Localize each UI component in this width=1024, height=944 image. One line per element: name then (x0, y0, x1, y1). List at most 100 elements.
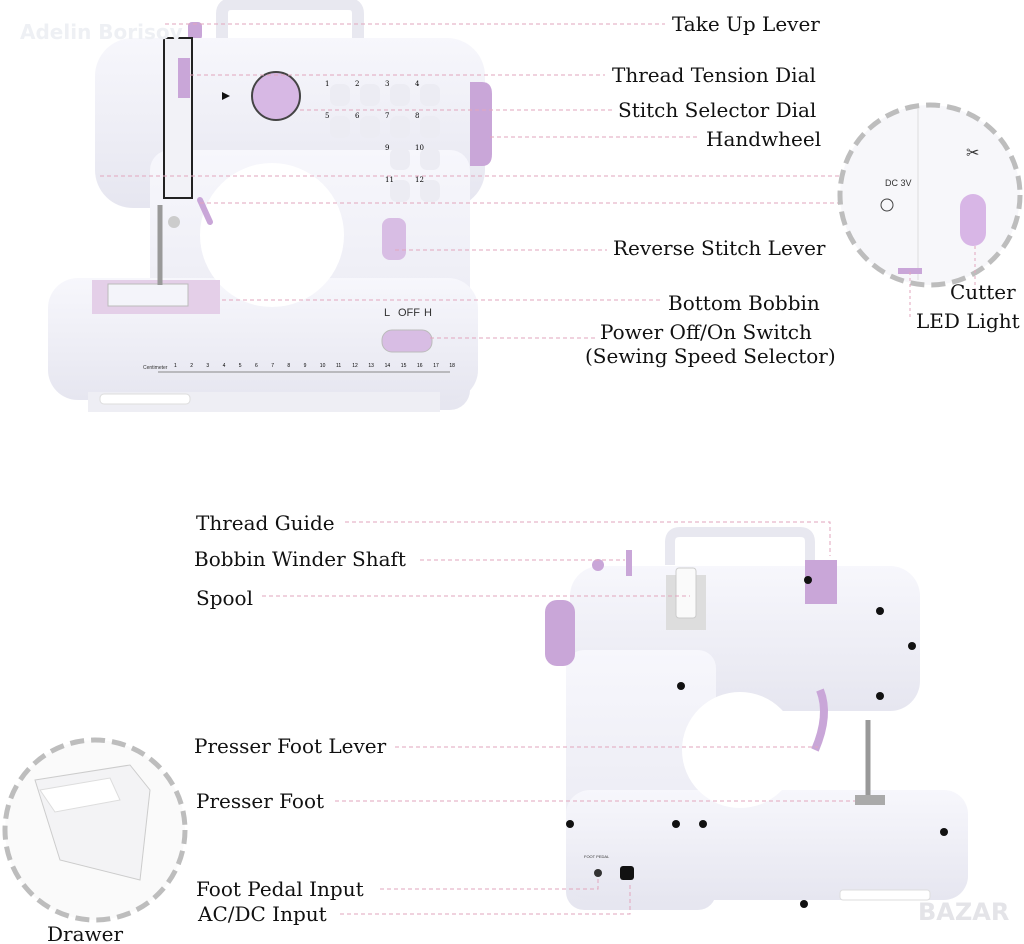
cutter-button (960, 194, 986, 246)
take-up-lever-knob (188, 22, 202, 40)
bobbin-winder-knob (592, 559, 604, 571)
reverse-stitch-lever (382, 218, 406, 260)
ruler-number: 2 (190, 363, 193, 369)
switch-label-high: H (424, 307, 432, 319)
stitch-number: 4 (415, 80, 420, 88)
label-speed-selector: (Sewing Speed Selector) (585, 344, 836, 368)
ruler-number: 10 (320, 363, 326, 369)
ruler-number: 1 (174, 363, 177, 369)
ruler-number: 16 (417, 363, 423, 369)
stitch-number: 3 (385, 80, 389, 88)
stitch-number: 9 (385, 144, 389, 152)
arm-opening (200, 163, 344, 307)
inset-led-cutter: DC 3V ✂ (837, 102, 1023, 320)
ruler-number: 13 (368, 363, 374, 369)
switch-label-low: L (384, 307, 390, 319)
carry-handle (216, 0, 364, 40)
inset-dc-label: DC 3V (885, 178, 912, 188)
led-bulb-icon (880, 198, 894, 212)
back-carry-handle (665, 527, 815, 565)
label-take-up-lever: Take Up Lever (672, 12, 820, 36)
ruler-number: 6 (255, 363, 258, 369)
stitch-pattern-icon (420, 148, 440, 170)
stitch-number: 1 (325, 80, 329, 88)
stitch-number: 5 (325, 112, 329, 120)
stitch-number: 10 (415, 144, 424, 152)
stitch-pattern-icon (390, 84, 410, 106)
ruler-number: 17 (433, 363, 439, 369)
ruler-number: 12 (352, 363, 358, 369)
spool (675, 567, 697, 619)
bobbin-winder-shaft (626, 550, 632, 576)
label-reverse-stitch-lever: Reverse Stitch Lever (613, 236, 826, 260)
acdc-port (620, 866, 634, 880)
ruler-number: 8 (287, 363, 290, 369)
back-machine: FOOT PEDAL (545, 527, 968, 910)
watermark-bottom: BAZAR (918, 898, 1010, 926)
back-guide-lines (262, 521, 855, 915)
back-arm-opening (682, 692, 798, 808)
stitch-number: 6 (355, 112, 360, 120)
stitch-pattern-icon (420, 84, 440, 106)
stitch-pattern-icon (360, 84, 380, 106)
foot-pedal-port-label: FOOT PEDAL (584, 854, 610, 859)
stitch-number: 12 (415, 176, 424, 184)
stitch-pattern-icon (420, 116, 440, 138)
label-led-light: LED Light (916, 309, 1020, 333)
stitch-pattern-icon (420, 180, 440, 202)
label-thread-guide: Thread Guide (196, 511, 335, 535)
label-bobbin-winder-shaft: Bobbin Winder Shaft (194, 547, 406, 571)
label-acdc-input: AC/DC Input (198, 902, 327, 926)
drawer-inset (2, 737, 188, 923)
stitch-number: 2 (355, 80, 359, 88)
back-presser-foot-lever (811, 688, 828, 752)
label-spool: Spool (196, 586, 253, 610)
label-power-switch: Power Off/On Switch (600, 320, 812, 344)
watermark-top: Adelin Borisov (20, 20, 183, 44)
ruler-number: 4 (223, 363, 226, 369)
ruler-number: 14 (385, 363, 391, 369)
label-handwheel: Handwheel (706, 127, 822, 151)
switch-label-off: OFF (398, 307, 420, 319)
back-base (566, 790, 968, 900)
label-presser-foot: Presser Foot (196, 789, 325, 813)
thread-tension-knob (178, 58, 190, 98)
label-drawer: Drawer (47, 922, 124, 944)
stitch-number: 11 (385, 176, 394, 184)
label-presser-foot-lever: Presser Foot Lever (194, 734, 387, 758)
back-handwheel (545, 600, 575, 666)
label-cutter: Cutter (950, 280, 1016, 304)
ruler-number: 3 (206, 363, 209, 369)
ruler-title: Centimeter (143, 365, 168, 371)
foot-pedal-port (594, 869, 602, 877)
stitch-number: 7 (385, 112, 389, 120)
stitch-pattern-icon (390, 148, 410, 170)
label-stitch-selector-dial: Stitch Selector Dial (618, 98, 817, 122)
label-thread-tension-dial: Thread Tension Dial (612, 63, 816, 87)
stitch-pattern-icon (330, 116, 350, 138)
handwheel (470, 82, 492, 166)
stitch-pattern-icon (390, 116, 410, 138)
ruler-number: 9 (304, 363, 307, 369)
label-foot-pedal-input: Foot Pedal Input (196, 877, 364, 901)
power-switch (381, 329, 433, 353)
ruler-number: 18 (449, 363, 455, 369)
stitch-pattern-icon (390, 180, 410, 202)
ruler-number: 7 (271, 363, 274, 369)
ruler-number: 5 (239, 363, 242, 369)
front-guide-lines (100, 23, 840, 339)
stitch-pattern-icon (360, 116, 380, 138)
stitch-pattern-icon (330, 84, 350, 106)
scissors-icon: ✂ (966, 143, 979, 162)
stitch-number: 8 (415, 112, 419, 120)
presser-foot-lever (197, 197, 213, 225)
ruler-number: 15 (401, 363, 407, 369)
stitch-selector-dial (251, 71, 301, 121)
back-presser-foot (855, 795, 885, 805)
ruler-number: 11 (336, 363, 341, 369)
